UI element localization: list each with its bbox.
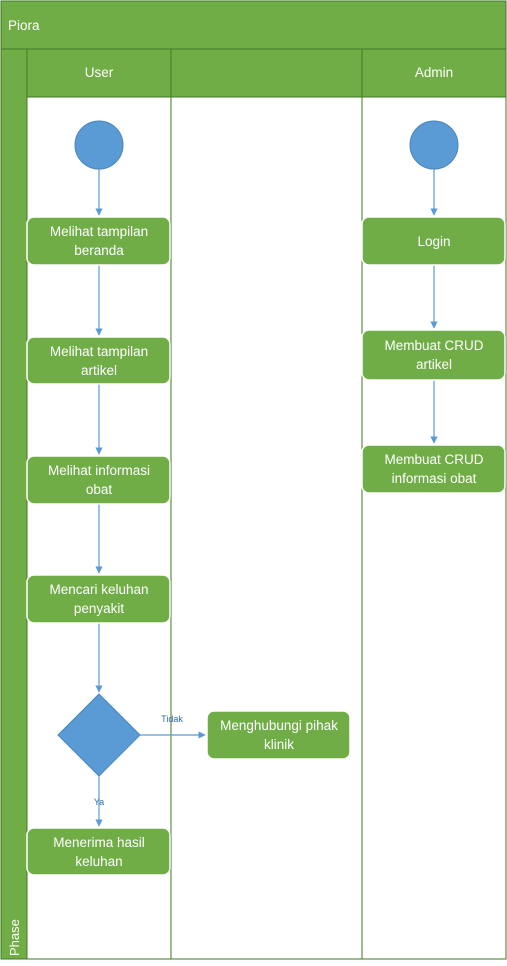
activity-crud-artikel-line2: artikel (416, 357, 452, 372)
activity-crud-artikel-line1: Membuat CRUD (384, 338, 483, 353)
phase-label: Phase (7, 919, 22, 956)
activity-obat: Melihat informasi obat (26, 455, 171, 505)
activity-keluhan-line2: penyakit (74, 601, 125, 616)
activity-login-line1: Login (417, 234, 450, 249)
activity-hasil: Menerima hasil keluhan (26, 827, 171, 876)
activity-klinik: Menghubungi pihak klinik (206, 710, 351, 760)
activity-artikel: Melihat tampilan artikel (26, 336, 171, 385)
activity-obat-line2: obat (86, 482, 113, 497)
activity-beranda-line2: beranda (74, 243, 124, 258)
activity-klinik-line2: klinik (264, 737, 294, 752)
pool-title-band (0, 0, 507, 50)
lane-header-middle (170, 48, 363, 98)
admin-start-node (409, 120, 459, 170)
pool-title: Piora (8, 18, 40, 33)
activity-login: Login (361, 216, 506, 266)
activity-klinik-line1: Menghubungi pihak (220, 718, 338, 733)
decision-node (57, 693, 141, 777)
edges (95, 169, 438, 827)
user-start-node (74, 120, 124, 170)
lane-body-middle (170, 96, 363, 960)
activity-beranda-line1: Melihat tampilan (50, 224, 148, 239)
lane-header-admin (361, 48, 507, 98)
edge-label-tidak: Tidak (161, 714, 183, 724)
activity-hasil-line1: Menerima hasil (53, 835, 145, 850)
activity-keluhan-line1: Mencari keluhan (49, 582, 148, 597)
activity-artikel-line2: artikel (81, 363, 117, 378)
activity-artikel-line1: Melihat tampilan (50, 344, 148, 359)
activity-crud-obat-line2: informasi obat (392, 471, 477, 486)
phase-column (0, 48, 28, 960)
lane-label-admin: Admin (415, 65, 453, 80)
activity-obat-line1: Melihat informasi (48, 463, 150, 478)
lane-header-user (26, 48, 172, 98)
activity-hasil-line2: keluhan (75, 854, 122, 869)
lane-label-user: User (85, 65, 114, 80)
activity-keluhan: Mencari keluhan penyakit (26, 574, 171, 624)
edge-label-ya: Ya (94, 797, 104, 807)
activity-beranda: Melihat tampilan beranda (26, 216, 171, 266)
activity-crud-obat: Membuat CRUD informasi obat (361, 444, 506, 494)
activity-crud-artikel: Membuat CRUD artikel (361, 329, 506, 381)
activity-crud-obat-line1: Membuat CRUD (384, 452, 483, 467)
